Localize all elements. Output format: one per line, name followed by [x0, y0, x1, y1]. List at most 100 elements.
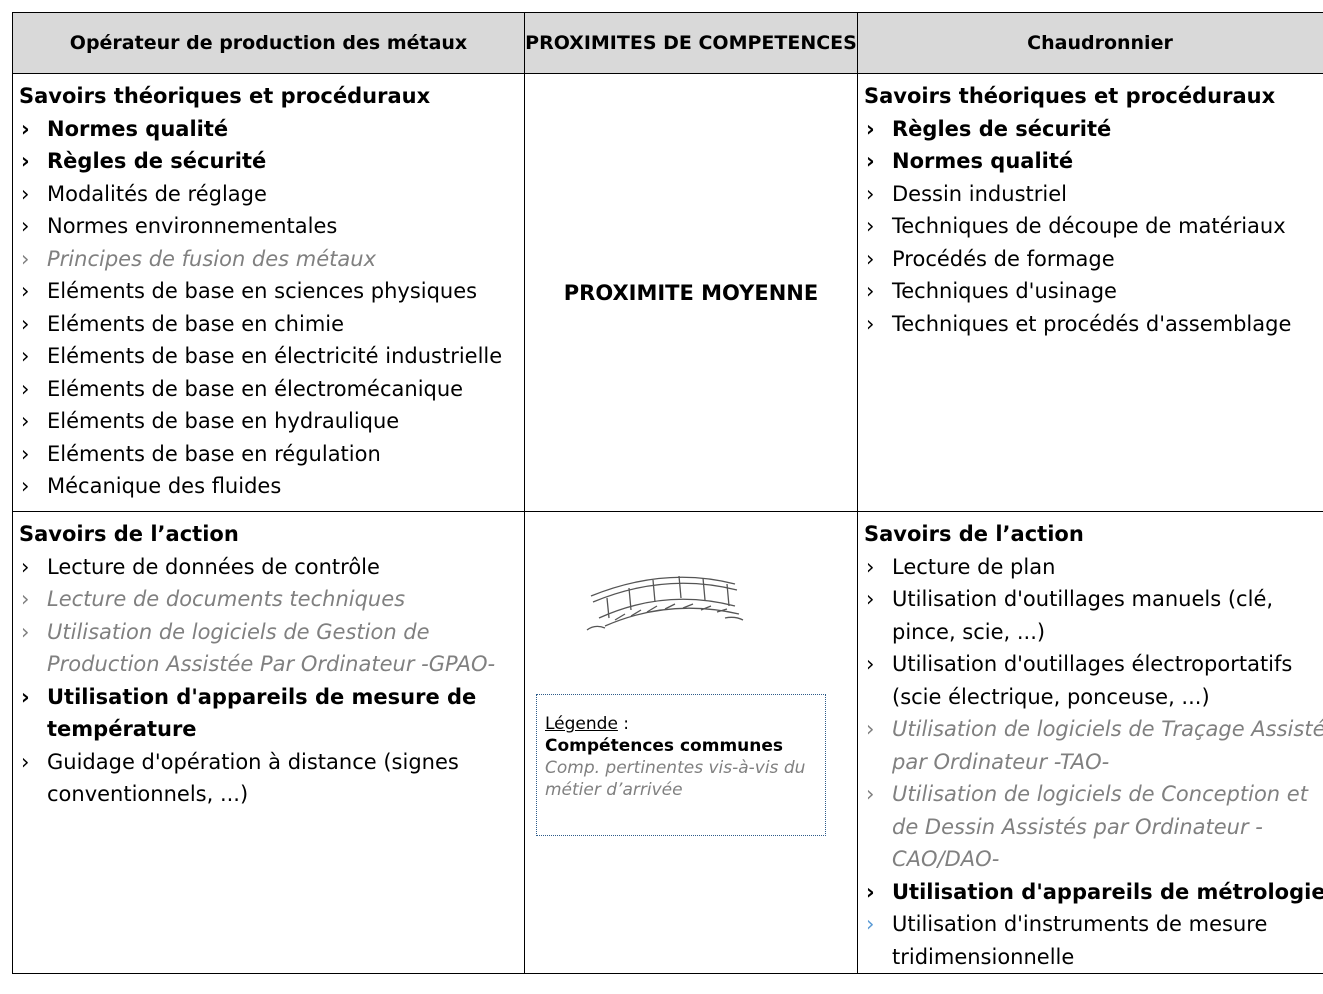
- skill-text: Dessin industriel: [892, 181, 1067, 206]
- skill-item: › Modalités de réglage: [19, 178, 518, 211]
- section-title: Savoirs de l’action: [19, 522, 239, 546]
- skill-text: Utilisation d'outillages manuels (clé, p…: [892, 587, 1274, 644]
- skill-item: › Utilisation d'outillages manuels (clé, …: [864, 583, 1323, 648]
- bullet-chevron-icon: ›: [866, 554, 875, 579]
- skill-list: › Lecture de données de contrôle › Lecture …: [19, 551, 518, 811]
- bullet-chevron-icon: ›: [21, 181, 30, 206]
- bullet-chevron-icon: ›: [21, 474, 30, 498]
- bullet-chevron-icon: ›: [866, 279, 875, 303]
- legend-relevant: Comp. pertinentes vis-à-vis du métier d’…: [545, 758, 806, 800]
- bullet-chevron-icon: ›: [866, 717, 875, 741]
- skill-item: › Techniques et procédés d'assemblage: [864, 308, 1323, 341]
- bullet-chevron-icon: ›: [21, 749, 30, 774]
- bullet-chevron-icon: ›: [866, 181, 875, 206]
- skill-item: › Guidage d'opération à distance (signes …: [19, 746, 518, 811]
- skill-item: ›Utilisation de logiciels de Conception …: [864, 778, 1323, 876]
- skill-item: ›Normes qualité: [864, 145, 1323, 178]
- bullet-chevron-icon: ›: [21, 587, 30, 611]
- skill-item: › Règles de sécurité: [19, 145, 518, 178]
- skill-text: Utilisation d'appareils de mesure de tem…: [47, 684, 477, 742]
- bullet-chevron-icon: ›: [866, 652, 875, 676]
- bullet-chevron-icon: ›: [21, 441, 30, 466]
- skill-text: Principes de fusion des métaux: [47, 246, 377, 271]
- theoretical-right-cell: Savoirs théoriques et procéduraux › Règle…: [857, 73, 1323, 512]
- proximity-level: PROXIMITE MOYENNE: [563, 280, 819, 305]
- skill-item: ›Eléments de base en hydraulique: [19, 405, 518, 438]
- skill-item: › Eléments de base en régulation: [19, 438, 518, 471]
- skill-item: ›Eléments de base en sciences physiques: [19, 275, 518, 308]
- skill-text: Techniques de découpe de matériaux: [892, 214, 1286, 238]
- bullet-chevron-icon: ›: [21, 409, 30, 433]
- bullet-chevron-icon: ›: [21, 344, 30, 368]
- skill-item: › Mécanique des fluides: [19, 470, 518, 503]
- bullet-chevron-icon: ›: [866, 246, 875, 271]
- skill-item: › Lecture de plan: [864, 551, 1323, 584]
- skill-text: Mécanique des fluides: [47, 474, 282, 498]
- skill-text: Techniques et procédés d'assemblage: [892, 311, 1292, 336]
- skill-text: Règles de sécurité: [892, 116, 1112, 141]
- header-source-job: Opérateur de production des métaux: [12, 12, 525, 74]
- skill-text: Utilisation d'instruments de mesure trid…: [892, 912, 1268, 969]
- bullet-chevron-icon: ›: [21, 684, 30, 709]
- header-target-job: Chaudronnier: [857, 12, 1323, 74]
- skill-list: ›Règles de sécurité›Normes qualité›Dessi…: [864, 113, 1323, 341]
- skill-item: › Procédés de formage: [864, 243, 1323, 276]
- skill-item: ›Eléments de base en électromécanique: [19, 373, 518, 406]
- skill-item: › Utilisation de logiciels de Traçage Ass…: [864, 713, 1323, 778]
- legend-box: Légende : Compétences communes Comp. per…: [536, 694, 826, 836]
- skill-text: Utilisation de logiciels de Traçage Assi…: [892, 717, 1323, 774]
- skill-list: ›Normes qualité›Règles de sécurité›Modal…: [19, 113, 518, 503]
- bullet-chevron-icon: ›: [21, 279, 30, 303]
- header-proximity: PROXIMITES DE COMPETENCES: [524, 12, 858, 74]
- skill-text: Procédés de formage: [892, 246, 1115, 271]
- bullet-chevron-icon: ›: [21, 554, 30, 579]
- skill-text: Eléments de base en électromécanique: [47, 376, 464, 401]
- skill-item: ›Utilisation de logiciels de Gestion de …: [19, 616, 518, 681]
- bullet-chevron-icon: ›: [21, 116, 30, 141]
- competence-comparison-table: Opérateur de production des métaux PROXI…: [12, 12, 1323, 974]
- skill-text: Eléments de base en électricité industri…: [47, 344, 503, 368]
- skill-item: › Règles de sécurité: [864, 113, 1323, 146]
- skill-text: Lecture de données de contrôle: [47, 554, 380, 579]
- bullet-chevron-icon: ›: [21, 214, 30, 238]
- theoretical-left-cell: Savoirs théoriques et procéduraux › Norme…: [12, 73, 525, 512]
- skill-item: › Techniques d'usinage: [864, 275, 1323, 308]
- row-action: Savoirs de l’action › Lecture de données …: [12, 511, 1323, 974]
- skill-item: › Normes environnementales: [19, 210, 518, 243]
- skill-item: › Lecture de documents techniques: [19, 583, 518, 616]
- skill-text: Lecture de plan: [892, 554, 1056, 579]
- bullet-chevron-icon: ›: [866, 149, 875, 173]
- header-row: Opérateur de production des métaux PROXI…: [12, 12, 1323, 74]
- skill-text: Règles de sécurité: [47, 149, 267, 173]
- bullet-chevron-icon: ›: [866, 587, 875, 611]
- skill-list: ›Lecture de plan›Utilisation d'outillage…: [864, 551, 1323, 974]
- skill-text: Utilisation d'appareils de métrologie: [892, 879, 1323, 904]
- skill-text: Techniques d'usinage: [892, 279, 1117, 303]
- skill-item: ›Utilisation d'outillages électroportati…: [864, 648, 1323, 713]
- skill-text: Normes environnementales: [47, 214, 338, 238]
- skill-text: Eléments de base en chimie: [47, 311, 345, 336]
- action-right-cell: Savoirs de l’action ›Lecture de plan›Uti…: [857, 511, 1323, 974]
- bullet-chevron-icon: ›: [866, 311, 875, 336]
- skill-item: › Eléments de base en électricité industr…: [19, 340, 518, 373]
- bullet-chevron-icon: ›: [866, 116, 875, 141]
- section-title: Savoirs théoriques et procéduraux: [19, 84, 431, 108]
- skill-text: Eléments de base en régulation: [47, 441, 381, 466]
- skill-text: Lecture de documents techniques: [47, 587, 406, 611]
- legend-cell: Légende : Compétences communes Comp. per…: [524, 511, 858, 974]
- skill-text: Modalités de réglage: [47, 181, 267, 206]
- action-left-cell: Savoirs de l’action › Lecture de données …: [12, 511, 525, 974]
- skill-text: Utilisation de logiciels de Gestion de P…: [47, 619, 496, 677]
- skill-item: › Utilisation d'appareils de mesure de te…: [19, 681, 518, 746]
- section-title: Savoirs théoriques et procéduraux: [864, 84, 1276, 108]
- proximity-cell: PROXIMITE MOYENNE: [524, 73, 858, 512]
- skill-text: Guidage d'opération à distance (signes c…: [47, 749, 459, 807]
- skill-text: Utilisation de logiciels de Conception e…: [892, 782, 1308, 871]
- bullet-chevron-icon: ›: [21, 246, 30, 271]
- skill-item: › Principes de fusion des métaux: [19, 243, 518, 276]
- bullet-chevron-icon: ›: [21, 311, 30, 336]
- bullet-chevron-icon: ›: [21, 149, 30, 173]
- section-title: Savoirs de l’action: [864, 522, 1084, 546]
- bullet-chevron-icon: ›: [866, 214, 875, 238]
- legend-separator: :: [617, 714, 630, 734]
